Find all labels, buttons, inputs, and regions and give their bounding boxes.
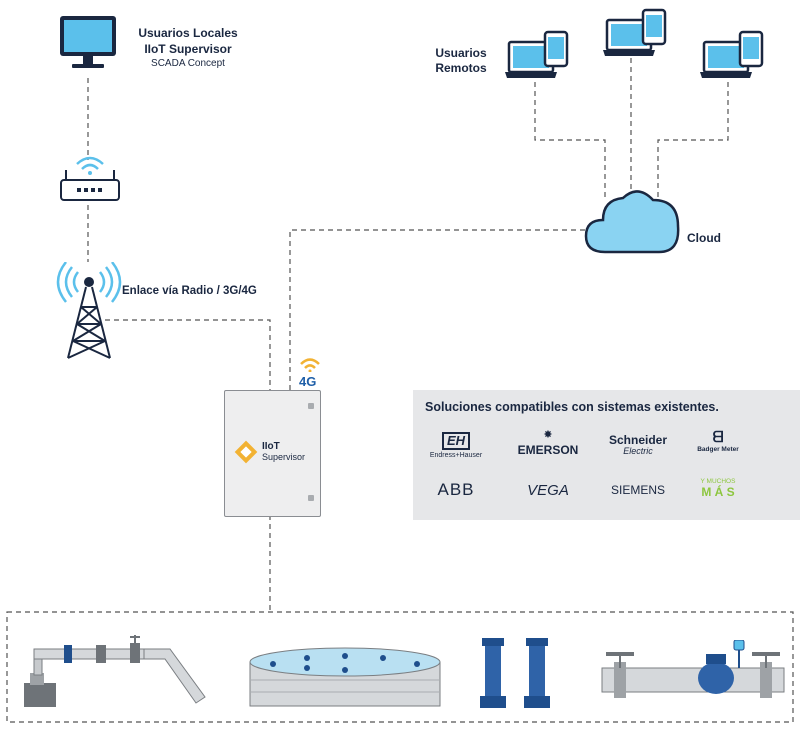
remote-users-label: Usuarios Remotos (435, 46, 487, 75)
radio-tower-icon (56, 262, 122, 359)
schneider-logo: Schneider Electric (608, 433, 668, 456)
local-users-label: Usuarios Locales IIoT Supervisor SCADA C… (138, 26, 238, 69)
vega-logo: VEGA (527, 482, 569, 499)
iiot-supervisor-cabinet: IIoT Supervisor (224, 390, 321, 517)
compatibility-panel: Soluciones compatibles con sistemas exis… (413, 390, 800, 520)
radio-link-label: Enlace vía Radio / 3G/4G (122, 285, 257, 297)
wifi-signal-icon (300, 358, 320, 372)
cabinet-brand: IIoT Supervisor (262, 441, 306, 462)
laptop-phone-icon (603, 8, 667, 56)
y-muchos-mas-logo: Y MUCHOS M Á S (700, 478, 736, 499)
laptop-phone-icon (505, 30, 569, 78)
pipeline-meter-icon (24, 635, 206, 707)
valve-station-icon (601, 640, 785, 698)
abb-logo: ABB (437, 480, 475, 499)
monitor-icon (60, 16, 116, 68)
4g-badge: 4G (299, 374, 317, 389)
compatibility-title: Soluciones compatibles con sistemas exis… (425, 400, 719, 414)
cloud-icon (584, 190, 680, 254)
cabinet-latch (308, 403, 314, 409)
supervisor-logo-icon (234, 440, 258, 464)
router-icon (60, 156, 120, 201)
siemens-logo: SIEMENS (610, 483, 665, 497)
pumps-icon (480, 638, 550, 708)
endress-hauser-logo: EH Endress+Hauser (429, 432, 483, 459)
cabinet-latch (308, 495, 314, 501)
emerson-logo: ✸ EMERSON (517, 429, 579, 458)
laptop-phone-icon (700, 30, 764, 78)
water-tank-icon (249, 647, 441, 707)
cloud-label: Cloud (687, 231, 721, 245)
badger-meter-logo: ᗺ Badger Meter (697, 429, 739, 454)
